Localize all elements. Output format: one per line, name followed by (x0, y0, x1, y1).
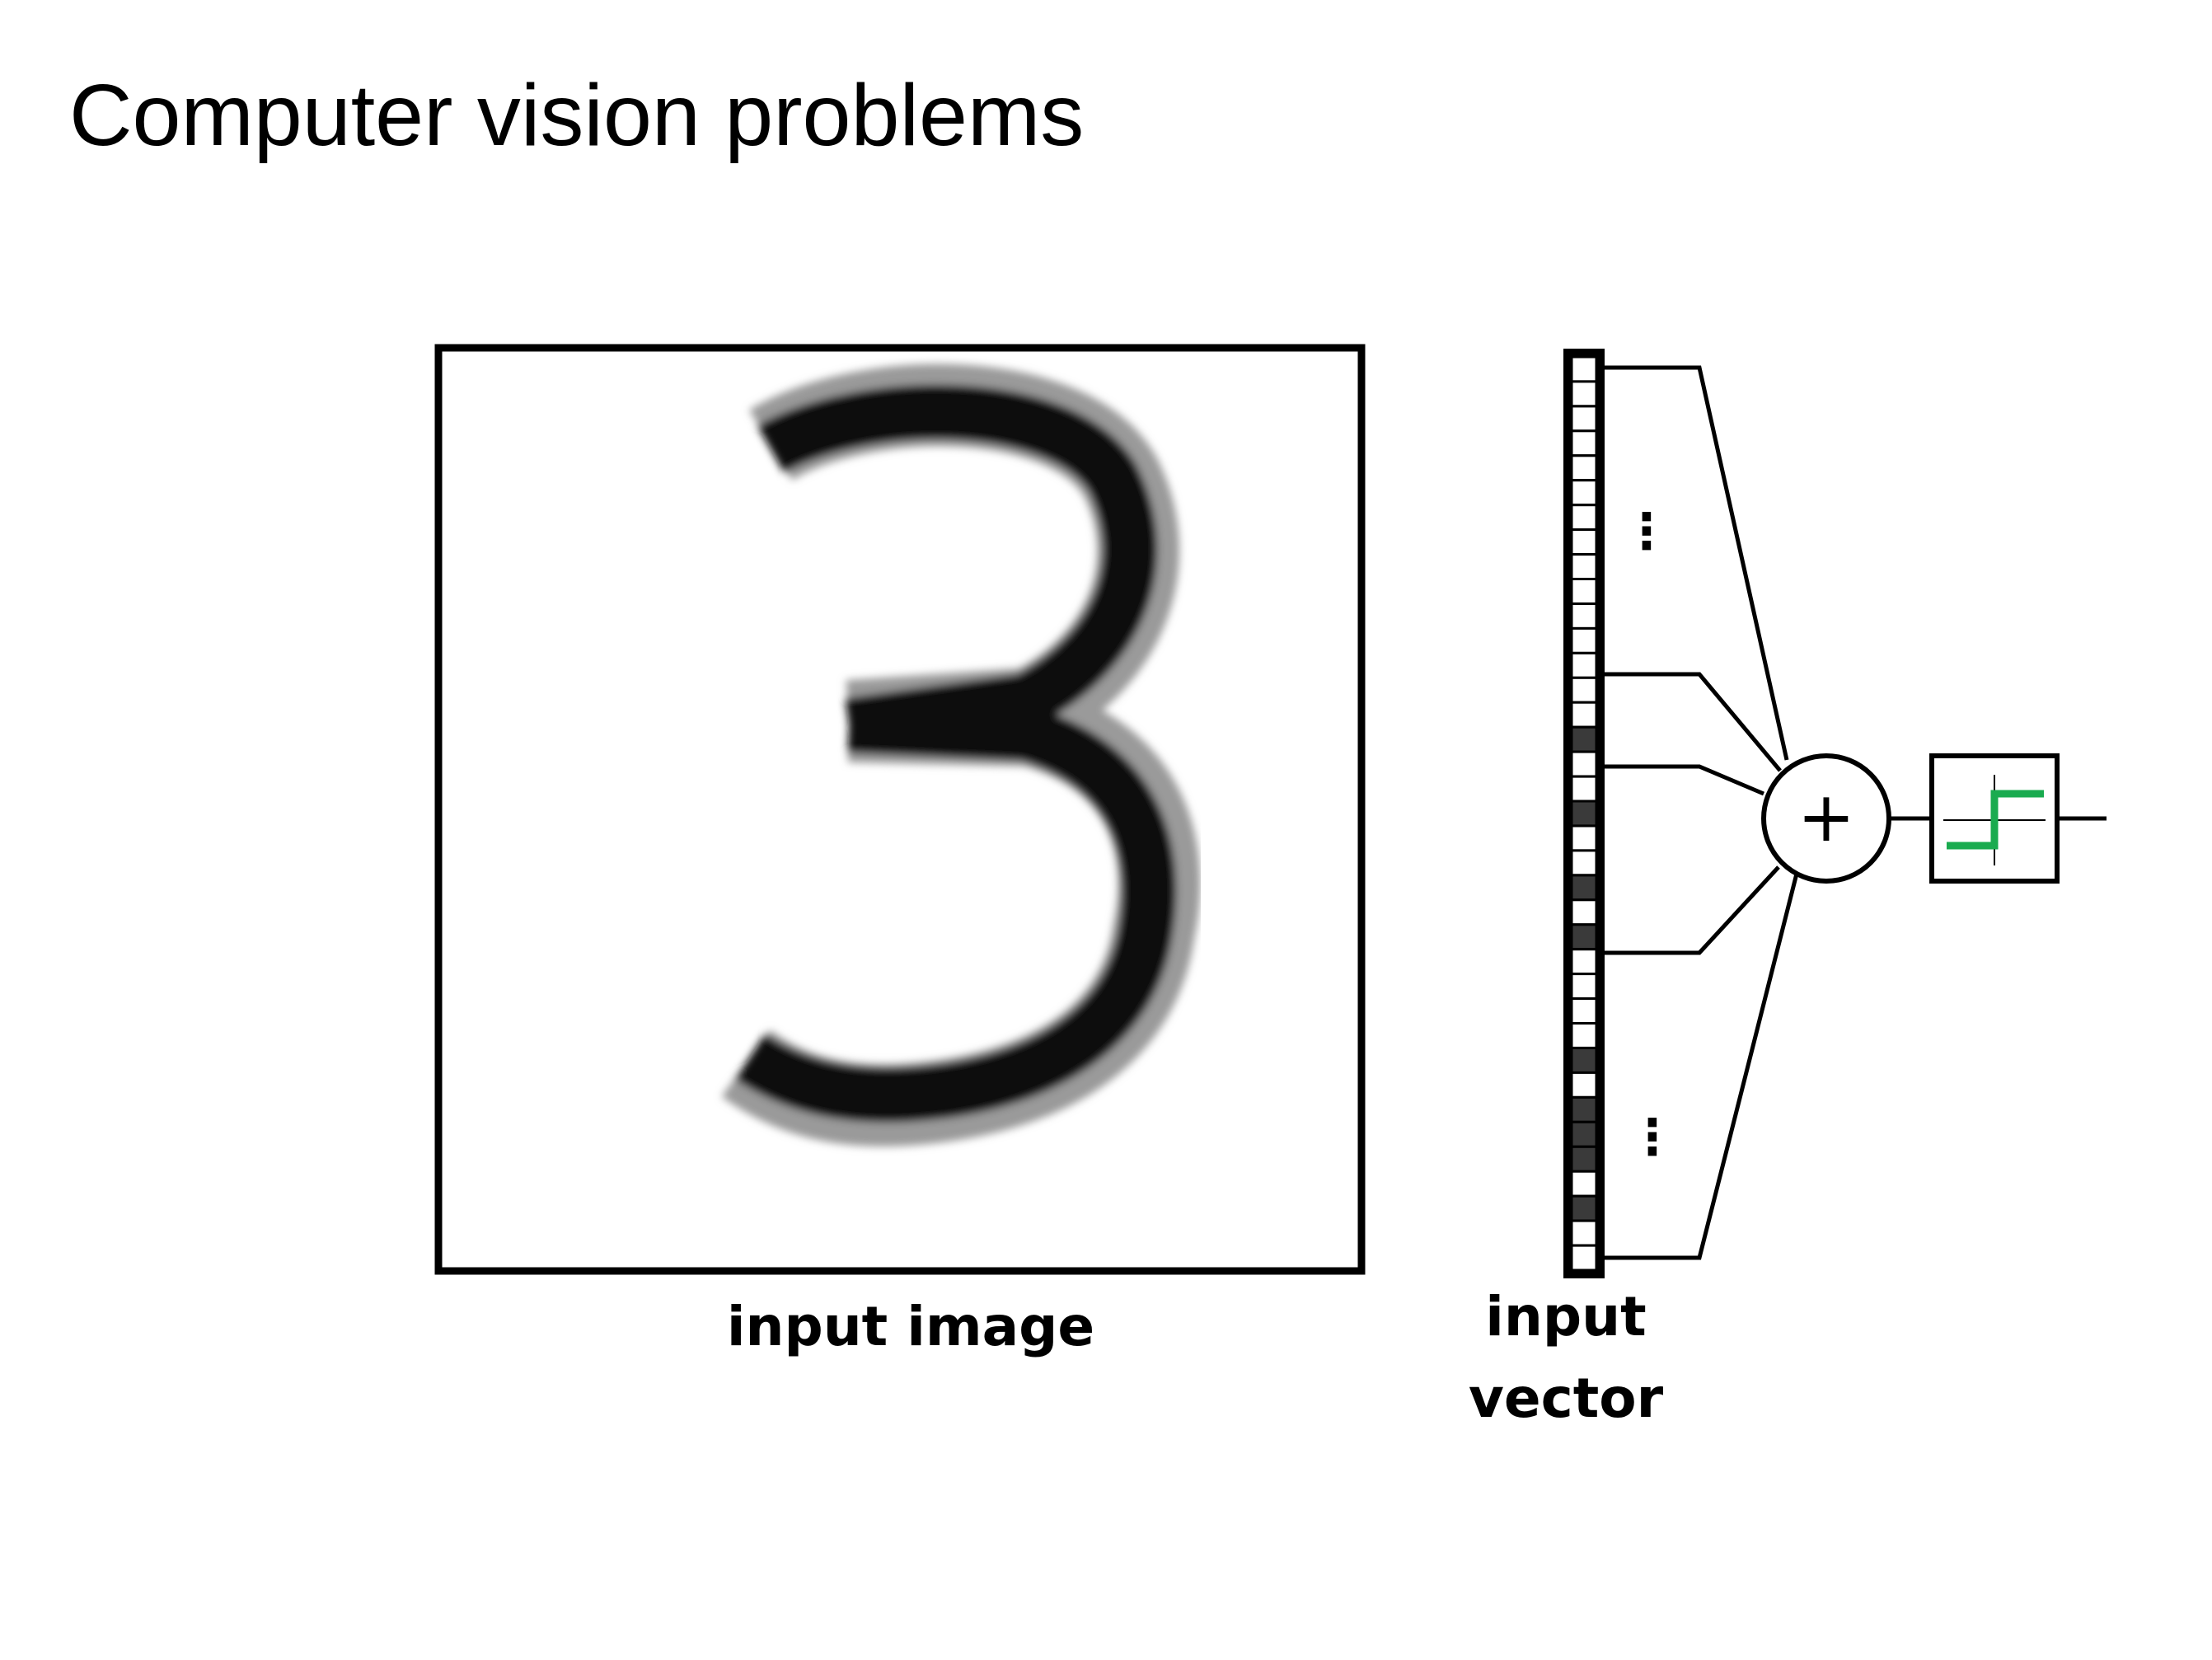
ellipsis-upper: ⋮ (1622, 503, 1671, 560)
slide-title: Computer vision problems (69, 67, 1085, 164)
input-vector-cell (1570, 1194, 1598, 1222)
input-vector-cell (1570, 504, 1598, 532)
input-vector-cell (1570, 626, 1598, 654)
input-image-label: input image (726, 1295, 1095, 1358)
input-vector-cell (1570, 578, 1598, 605)
input-vector-cell (1570, 1219, 1598, 1247)
input-vector-cell (1570, 380, 1598, 408)
input-vector-cell (1570, 1244, 1598, 1272)
input-vector-cell (1570, 997, 1598, 1025)
input-vector-cell (1570, 1047, 1598, 1074)
input-vector-label-line2: vector (1468, 1367, 1664, 1430)
input-vector-cell (1570, 923, 1598, 951)
input-vector-cell (1570, 1071, 1598, 1099)
input-vector-cell (1570, 1120, 1598, 1148)
sum-symbol: + (1797, 776, 1855, 857)
weight-line (1603, 365, 1789, 761)
input-vector-cell (1570, 701, 1598, 729)
weight-line (1603, 873, 1799, 1260)
input-vector-cell (1570, 874, 1598, 902)
input-vector-cell (1570, 454, 1598, 482)
input-vector-cell (1570, 429, 1598, 457)
input-vector-cell (1570, 1095, 1598, 1123)
input-vector-cell (1570, 603, 1598, 630)
input-vector-cell (1570, 1022, 1598, 1049)
input-vector-cell (1570, 898, 1598, 926)
input-vector-cell (1570, 849, 1598, 877)
input-vector-cell (1570, 676, 1598, 704)
input-vector-cell (1570, 948, 1598, 976)
input-vector-cell (1570, 553, 1598, 580)
input-weights (1603, 365, 1799, 1260)
weight-line (1603, 865, 1780, 955)
weight-line (1603, 764, 1764, 796)
weight-line (1603, 672, 1782, 772)
input-vector-cell (1570, 775, 1598, 803)
input-vector-cell (1570, 973, 1598, 1000)
input-vector-cell (1570, 800, 1598, 828)
input-vector-cell (1570, 1145, 1598, 1173)
input-vector-cell (1570, 750, 1598, 778)
input-vector-cell (1570, 405, 1598, 433)
input-vector-cell (1570, 1170, 1598, 1198)
input-vector-label: input vector (1418, 1276, 1714, 1439)
input-vector (1563, 349, 1605, 1278)
input-vector-cell (1570, 355, 1598, 383)
ellipsis-lower: ⋮ (1628, 1109, 1677, 1166)
input-vector-label-line1: input (1485, 1285, 1647, 1348)
input-vector-cell (1570, 528, 1598, 556)
step-function-icon (1943, 775, 2046, 865)
input-vector-cell (1570, 725, 1598, 753)
input-vector-cell (1570, 824, 1598, 852)
input-vector-cell (1570, 479, 1598, 507)
digit-three-image (721, 363, 1201, 1147)
input-vector-cell (1570, 651, 1598, 679)
